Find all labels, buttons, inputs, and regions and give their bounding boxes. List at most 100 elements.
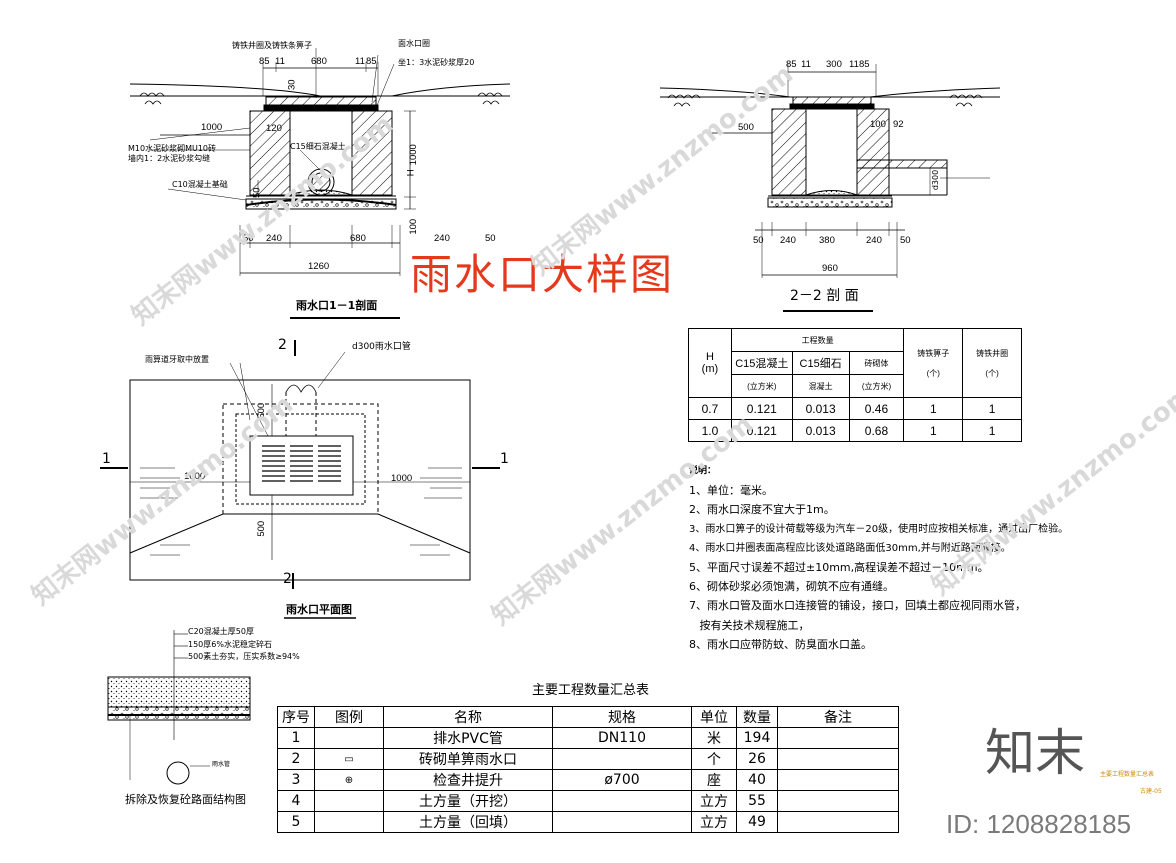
s22-dim-bot-240b: 240 bbox=[866, 235, 882, 246]
qty-cell: 1.0 bbox=[688, 419, 732, 442]
plan-mark-2-top: 2 bbox=[278, 337, 287, 353]
notes: 说明： 1、单位：毫米。 2、雨水口深度不宜大于1m。 3、雨水口箅子的设计荷载… bbox=[689, 462, 1068, 654]
qty-cell: 0.013 bbox=[791, 419, 850, 442]
dim-bot-50a: 50 bbox=[243, 233, 254, 244]
summary-qty: 194 bbox=[736, 727, 778, 749]
pavement-drawing bbox=[107, 630, 251, 785]
plan-dim-500-top: 500 bbox=[256, 402, 268, 419]
logo: 知末 bbox=[985, 724, 1085, 782]
quantity-table: H (m) 工程数量 铸铁箅子 (个) 铸铁井圈 (个) C15混凝土 C15细… bbox=[688, 328, 1022, 442]
notes-title: 说明： bbox=[689, 466, 717, 476]
qty-cell: 0.013 bbox=[791, 397, 850, 420]
qty-col4-l2: (个) bbox=[926, 368, 940, 378]
s22-dim-300: 300 bbox=[826, 59, 842, 70]
frame-note: 面水口圈 bbox=[398, 39, 430, 48]
qty-col3-l2: (立方米) bbox=[848, 374, 905, 398]
section-22-drawing bbox=[659, 64, 1001, 278]
qty-cell: 1 bbox=[903, 397, 964, 420]
main-title: 雨水口大样图 bbox=[410, 250, 675, 299]
dim-bot-240a: 240 bbox=[266, 233, 282, 244]
summary-qty: 26 bbox=[736, 748, 778, 770]
pavement-title: 拆除及恢复砼路面结构图 bbox=[125, 793, 246, 806]
qty-head-h-label: H bbox=[705, 351, 714, 363]
table-row: 4 土方量（开挖） 立方 55 bbox=[277, 790, 899, 812]
plan-mark-2-bottom: 2 bbox=[283, 571, 292, 587]
summary-header: 名称 bbox=[383, 706, 553, 728]
brick-note: M10水泥砂浆砌MU10砖 bbox=[128, 144, 217, 153]
dim-50v: 50 bbox=[251, 187, 263, 199]
section-11-title: 雨水口1－1剖面 bbox=[296, 299, 378, 312]
summary-qty: 49 bbox=[736, 811, 778, 833]
summary-header-row: 序号 图例 名称 规格 单位 数量 备注 bbox=[277, 706, 899, 728]
s22-dim-bot-50a: 50 bbox=[753, 235, 764, 246]
summary-note bbox=[777, 748, 899, 770]
qty-head-m-label: (m) bbox=[701, 363, 719, 375]
grate-note: 铸铁井圈及铸铁条箅子 bbox=[232, 41, 312, 50]
summary-spec: ø700 bbox=[552, 769, 692, 791]
qty-col2-l2: 混凝土 bbox=[791, 374, 850, 398]
summary-unit: 座 bbox=[691, 769, 737, 791]
qty-cell: 1 bbox=[903, 419, 964, 442]
sheet-title: 主要工程数量汇总表 bbox=[1100, 771, 1155, 778]
summary-unit: 立方 bbox=[691, 790, 737, 812]
qty-col3-l1: 砖砌体 bbox=[848, 351, 905, 375]
grout-note: 墙内1：2水泥砂浆勾缝 bbox=[128, 154, 211, 163]
dim-120: 120 bbox=[266, 123, 282, 134]
pavement-pipe-note: 雨水管 bbox=[212, 761, 231, 768]
summary-header: 备注 bbox=[777, 706, 899, 728]
summary-name: 砖砌单箅雨水口 bbox=[383, 748, 553, 770]
note-item: 4、雨水口井圈表面高程应比该处道路路面低30mm,并与附近路面顺接。 bbox=[689, 542, 1011, 554]
qty-row: 1.0 0.121 0.013 0.68 1 1 bbox=[688, 419, 1022, 442]
pavement-layer3: 500素土夯实，压实系数≥94% bbox=[188, 652, 300, 661]
summary-name: 土方量（回填） bbox=[383, 811, 553, 833]
s22-dim-pipe: d300 bbox=[931, 169, 941, 191]
plan-mark-1-right: 1 bbox=[500, 451, 509, 467]
qty-row: 0.7 0.121 0.013 0.46 1 1 bbox=[688, 397, 1022, 420]
note-item: 7、雨水口管及面水口连接管的铺设，接口，回填土都应视同雨水管， bbox=[689, 599, 1026, 613]
plan-drawing bbox=[100, 340, 500, 589]
qty-col2-l1: C15细石 bbox=[791, 351, 850, 375]
summary-unit: 个 bbox=[691, 748, 737, 770]
summary-title: 主要工程数量汇总表 bbox=[532, 683, 650, 698]
plan-dim-500-bottom: 500 bbox=[256, 520, 268, 537]
summary-qty: 40 bbox=[736, 769, 778, 791]
summary-table: 序号 图例 名称 规格 单位 数量 备注 1 排水PVC管 DN110 米 19… bbox=[277, 706, 899, 833]
dim-bot-240b: 240 bbox=[434, 233, 450, 244]
summary-name: 土方量（开挖） bbox=[383, 790, 553, 812]
summary-qty: 55 bbox=[736, 790, 778, 812]
s22-dim-100: 100 bbox=[870, 119, 886, 130]
s22-dim-bot-240a: 240 bbox=[780, 235, 796, 246]
section-11-drawing bbox=[129, 48, 511, 276]
s22-dim-bot-380: 380 bbox=[819, 235, 835, 246]
sheet-number: 古建-05 bbox=[1140, 788, 1162, 795]
qty-head-h: H (m) bbox=[688, 328, 732, 398]
qty-cell: 0.46 bbox=[848, 397, 905, 420]
dim-1000-left: 1000 bbox=[201, 122, 223, 133]
summary-spec bbox=[552, 811, 692, 833]
summary-unit: 米 bbox=[691, 727, 737, 749]
summary-header: 数量 bbox=[736, 706, 778, 728]
summary-header: 单位 bbox=[691, 706, 737, 728]
mortar-note: 坐1：3水泥砂浆厚20 bbox=[398, 58, 475, 67]
section-22-title: 2－2 剖 面 bbox=[790, 288, 859, 304]
summary-icon bbox=[314, 727, 384, 749]
note-item: 按有关技术规程施工， bbox=[689, 618, 810, 632]
manhole-legend-icon: ⊕ bbox=[314, 769, 384, 791]
summary-unit: 立方 bbox=[691, 811, 737, 833]
summary-no: 5 bbox=[277, 811, 315, 833]
note-item: 3、雨水口箅子的设计荷载等级为汽车－20级，使用时应按相关标准，通过出厂检验。 bbox=[689, 523, 1069, 535]
plan-title: 雨水口平面图 bbox=[286, 603, 352, 616]
summary-no: 2 bbox=[277, 748, 315, 770]
drawing-id: ID: 1208828185 bbox=[946, 809, 1132, 839]
qty-head-group: 工程数量 bbox=[730, 328, 905, 352]
s22-dim-11a: 11 bbox=[801, 59, 811, 70]
summary-no: 1 bbox=[277, 727, 315, 749]
qty-col4-l1: 铸铁箅子 bbox=[917, 348, 950, 358]
s22-dim-92: 92 bbox=[893, 119, 904, 130]
pavement-layer2: 150厚6%水泥稳定碎石 bbox=[188, 640, 272, 649]
summary-no: 4 bbox=[277, 790, 315, 812]
qty-head-col4: 铸铁箅子 (个) bbox=[903, 328, 964, 398]
summary-icon bbox=[314, 811, 384, 833]
summary-no: 3 bbox=[277, 769, 315, 791]
note-item: 5、平面尺寸误差不超过±10mm,高程误差不超过－10mm。 bbox=[689, 561, 989, 575]
